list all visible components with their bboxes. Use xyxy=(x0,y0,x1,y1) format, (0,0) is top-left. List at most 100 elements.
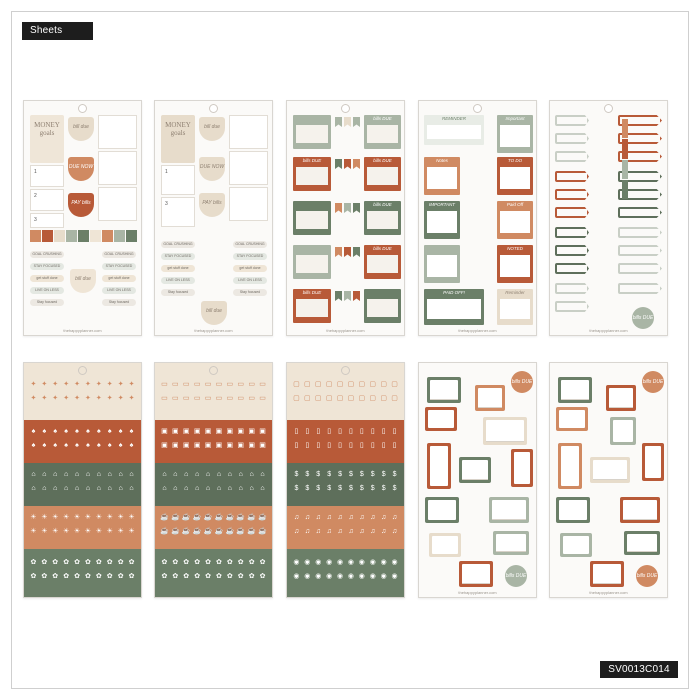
label-sticker xyxy=(556,497,590,523)
outline-tag xyxy=(555,171,589,182)
outline-tag xyxy=(618,189,662,200)
icon-band xyxy=(155,549,272,597)
icon-grid: ◉◉◉◉◉◉◉◉◉◉◉◉◉◉◉◉◉◉◉◉ xyxy=(293,559,398,580)
icon-grid: ▭▭▭▭▭▭▭▭▭▭▭▭▭▭▭▭▭▭▭▭ xyxy=(161,381,266,402)
money-goals-sticker: MONEY goals xyxy=(161,115,195,163)
note-tile: IMPORTANT xyxy=(424,201,460,239)
list-box: 3 xyxy=(161,197,195,227)
icon-grid: ♠♠♠♠♠♠♠♠♠♠♠♠♠♠♠♠♠♠♠♠ xyxy=(31,428,134,449)
label-sticker xyxy=(425,497,459,523)
due-now-pill: DUE NOW xyxy=(68,157,94,181)
outline-tag xyxy=(618,151,662,162)
label-sticker xyxy=(556,407,588,431)
note-tile: Notes xyxy=(424,157,460,195)
note-tile: TO DO xyxy=(497,157,533,195)
icon-band xyxy=(155,420,272,463)
note-tile: REMINDER xyxy=(424,115,484,145)
icon-grid: ☕☕☕☕☕☕☕☕☕☕☕☕☕☕☕☕☕☕☕☕ xyxy=(160,514,267,535)
color-swatch-column xyxy=(622,119,628,199)
hang-hole xyxy=(78,366,87,375)
label-sticker xyxy=(511,449,533,487)
flag-sticker xyxy=(344,159,351,169)
flag-sticker xyxy=(353,247,360,257)
flag-sticker xyxy=(353,159,360,169)
bill-due-pill: bill due xyxy=(68,117,94,141)
flag-sticker xyxy=(353,203,360,213)
label-sticker xyxy=(590,561,624,587)
icon-grid: ⌂⌂⌂⌂⌂⌂⌂⌂⌂⌂⌂⌂⌂⌂⌂⌂⌂⌂⌂⌂ xyxy=(31,471,134,492)
strip-sticker: Stay focused xyxy=(161,289,195,296)
brand-text: thehappyplanner.com xyxy=(63,328,102,333)
list-box: 2 xyxy=(30,189,64,211)
list-box: 3 xyxy=(30,213,64,228)
icon-band xyxy=(287,420,404,463)
strip-sticker: get stuff done xyxy=(233,265,267,272)
list-box xyxy=(98,151,137,185)
outline-tag xyxy=(555,133,589,144)
icon-band xyxy=(24,549,141,597)
label-sticker xyxy=(475,385,505,411)
icon-band xyxy=(287,506,404,549)
outline-tag xyxy=(618,263,662,274)
sticker-sheet-tags: bills DUE thehappyplanner.com xyxy=(549,100,668,336)
label-sticker xyxy=(425,407,457,431)
strip-sticker: GOAL CRUSHING xyxy=(233,241,267,248)
brand-text: thehappyplanner.com xyxy=(194,328,233,333)
strip-sticker: Stay focused xyxy=(30,299,64,306)
icon-grid: ✦✦✦✦✦✦✦✦✦✦✦✦✦✦✦✦✦✦✦✦ xyxy=(30,381,135,402)
icon-sheet-1: ✦✦✦✦✦✦✦✦✦✦✦✦✦✦✦✦✦✦✦✦ ♠♠♠♠♠♠♠♠♠♠♠♠♠♠♠♠♠♠♠… xyxy=(23,362,142,598)
icon-grid: ▯▯▯▯▯▯▯▯▯▯▯▯▯▯▯▯▯▯▯▯ xyxy=(294,428,397,449)
bills-due-circle: bills DUE xyxy=(632,307,654,329)
list-box: 1 xyxy=(30,165,64,187)
icon-grid: ▣▣▣▣▣▣▣▣▣▣▣▣▣▣▣▣▣▣▣▣ xyxy=(161,428,266,449)
hang-hole xyxy=(341,366,350,375)
sticker-sheet-planner-2: MONEY goals 1 3 bill due DUE NOW PAY bil… xyxy=(154,100,273,336)
strip-sticker: Stay focused xyxy=(102,299,136,306)
note-tile: PAID OFF! xyxy=(424,289,484,325)
hang-hole xyxy=(209,366,218,375)
icon-grid: ▢▢▢▢▢▢▢▢▢▢▢▢▢▢▢▢▢▢▢▢ xyxy=(293,381,398,402)
flag-sticker xyxy=(335,203,342,213)
strip-sticker: Stay focused xyxy=(233,289,267,296)
strip-sticker: GOAL CRUSHING xyxy=(161,241,195,248)
list-box xyxy=(229,187,268,221)
icon-band xyxy=(287,549,404,597)
outline-tag xyxy=(555,245,589,256)
note-tile: Paid Off xyxy=(497,201,533,239)
flag-sticker xyxy=(335,159,342,169)
hang-hole xyxy=(341,104,350,113)
outline-tag xyxy=(618,245,662,256)
label-sticker xyxy=(427,377,461,403)
sticker-sheet-planner-1: MONEY goals 1 2 3 bill due DUE NOW PAY b… xyxy=(23,100,142,336)
flag-sticker xyxy=(353,291,360,301)
outline-tag xyxy=(555,151,589,162)
outline-tag xyxy=(555,189,589,200)
icon-band xyxy=(24,463,141,506)
outline-tag xyxy=(618,207,662,218)
list-box xyxy=(98,187,137,221)
outline-tag xyxy=(618,283,662,294)
strip-sticker: GOAL CRUSHING xyxy=(30,251,64,258)
bill-tile: bills DUE xyxy=(293,289,331,323)
label-sticker xyxy=(493,531,529,555)
outline-tag xyxy=(555,263,589,274)
list-box: 1 xyxy=(161,165,195,195)
sku-tag: SV0013C014 xyxy=(600,661,678,678)
color-swatch-row xyxy=(30,230,137,242)
outline-tag xyxy=(555,115,589,126)
icon-sheet-2: ▭▭▭▭▭▭▭▭▭▭▭▭▭▭▭▭▭▭▭▭ ▣▣▣▣▣▣▣▣▣▣▣▣▣▣▣▣▣▣▣… xyxy=(154,362,273,598)
label-sticker xyxy=(459,457,491,483)
brand-text: thehappyplanner.com xyxy=(589,328,628,333)
icon-grid: ♫♫♫♫♫♫♫♫♫♫♫♫♫♫♫♫♫♫♫♫ xyxy=(293,514,398,535)
note-tile: Reminder xyxy=(497,289,533,325)
label-sticker xyxy=(483,417,527,445)
strip-sticker: LIVE ON LESS xyxy=(102,287,136,294)
icon-grid: ☀☀☀☀☀☀☀☀☀☀☀☀☀☀☀☀☀☀☀☀ xyxy=(30,514,135,535)
bills-due-circle: bills DUE xyxy=(505,565,527,587)
flag-sticker xyxy=(344,247,351,257)
label-sticker xyxy=(560,533,592,557)
icon-grid: ⌂⌂⌂⌂⌂⌂⌂⌂⌂⌂⌂⌂⌂⌂⌂⌂⌂⌂⌂⌂ xyxy=(162,471,265,492)
label-sheet-2: bills DUE bills DUE thehappyplanner.com xyxy=(549,362,668,598)
note-tile xyxy=(424,245,460,283)
icon-grid: ✿✿✿✿✿✿✿✿✿✿✿✿✿✿✿✿✿✿✿✿ xyxy=(161,559,266,580)
